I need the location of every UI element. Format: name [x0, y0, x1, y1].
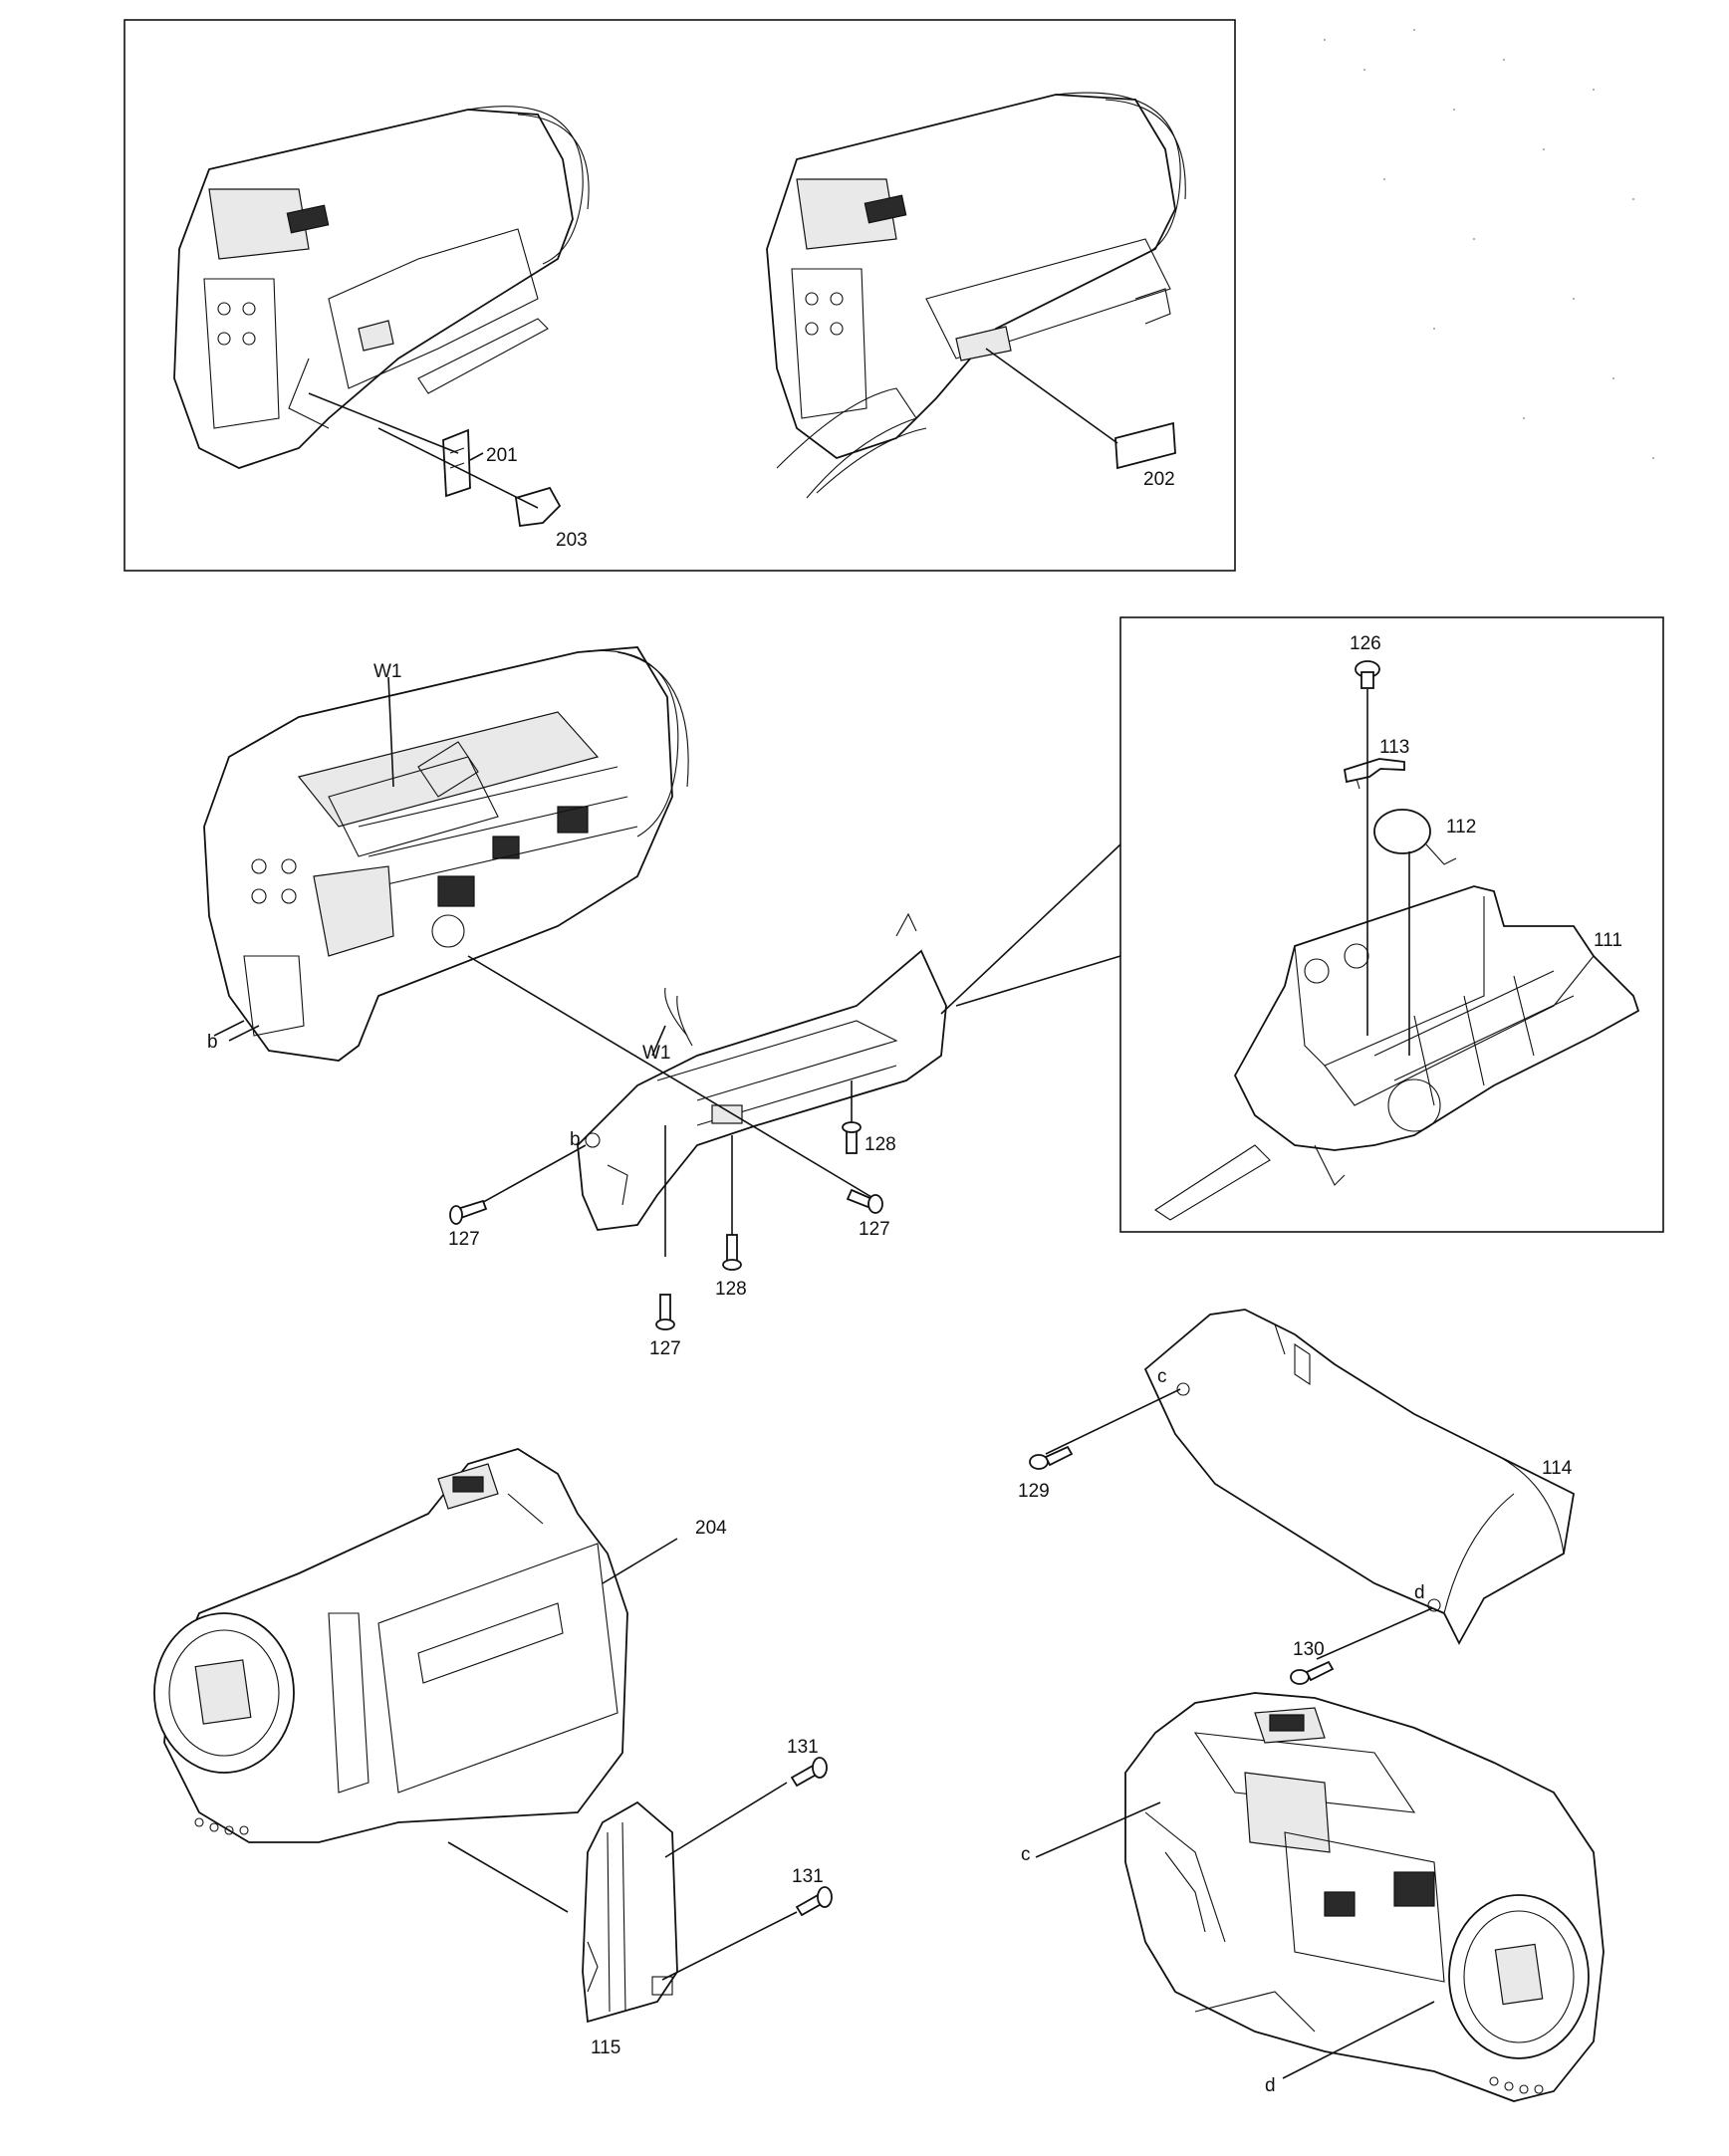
callout-112: 112: [1446, 817, 1476, 838]
callout-203: 203: [556, 530, 588, 551]
top-cover-114: [1143, 1309, 1575, 1645]
bracket-201: [442, 428, 471, 498]
camcorder-rear-view-left: [173, 106, 590, 469]
screw-127-right: [846, 1188, 883, 1214]
camcorder-front-204: [153, 1448, 628, 1843]
callout-128-bottom: 128: [715, 1279, 747, 1300]
speaker-112: [1373, 809, 1457, 865]
screw-131-lower: [795, 1886, 833, 1917]
callout-b-chassis: b: [207, 1032, 218, 1053]
camcorder-rear-view-right: [766, 92, 1186, 499]
bracket-113: [1343, 758, 1405, 790]
callout-126: 126: [1350, 633, 1381, 654]
base-plate-111: [1153, 885, 1640, 1221]
callout-127-right: 127: [859, 1219, 890, 1240]
callout-128-right: 128: [864, 1134, 896, 1155]
screw-126: [1355, 660, 1380, 689]
callout-131-lower: 131: [792, 1866, 824, 1887]
callout-202: 202: [1143, 469, 1175, 490]
callout-111: 111: [1594, 930, 1622, 951]
screw-127-left: [449, 1199, 488, 1225]
screw-130: [1290, 1660, 1335, 1685]
side-frame-part: [577, 912, 947, 1231]
callout-c-cover: c: [1157, 1366, 1167, 1387]
screw-128-bottom: [722, 1234, 742, 1271]
camcorder-open-chassis: [203, 646, 689, 1062]
callout-127-left: 127: [448, 1229, 480, 1250]
callout-w1-top: W1: [373, 661, 402, 682]
callout-127-bottom: 127: [649, 1338, 681, 1359]
clip-203: [514, 486, 562, 528]
callout-129: 129: [1018, 1481, 1050, 1502]
bottom-left-assembly: 204 131 131 115: [153, 1448, 833, 2058]
callout-c-body: c: [1021, 1844, 1031, 1865]
callout-114: 114: [1542, 1458, 1573, 1479]
callout-w1-frame: W1: [642, 1043, 671, 1064]
callout-201: 201: [486, 445, 518, 466]
callout-d-cover: d: [1414, 1582, 1425, 1603]
middle-assembly: W1 W1 b b 127 127 127 128 128: [203, 646, 947, 1359]
detail-panel-frame: [1119, 616, 1664, 1233]
top-panel-frame: [124, 19, 1236, 572]
bottom-right-assembly: c d 129 114 130 c d: [1018, 1309, 1605, 2102]
screw-127-bottom: [655, 1294, 675, 1330]
callout-130: 130: [1293, 1639, 1325, 1660]
callout-d-body: d: [1265, 2075, 1276, 2096]
screw-128-right: [842, 1121, 862, 1154]
screw-129: [1029, 1445, 1074, 1470]
top-panel: 201 202 203: [124, 19, 1236, 572]
callout-131-upper: 131: [787, 1737, 819, 1758]
callout-204: 204: [695, 1518, 727, 1539]
callout-b-frame: b: [570, 1129, 581, 1150]
camcorder-open-rear: [1124, 1692, 1605, 2102]
screw-131-upper: [790, 1757, 828, 1788]
detail-panel: 126 113 112 111: [940, 616, 1664, 1233]
callout-115: 115: [591, 2037, 620, 2058]
cover-202: [1114, 421, 1176, 470]
grip-cover-115: [582, 1800, 678, 2024]
scan-noise: [1324, 29, 1654, 459]
callout-113: 113: [1379, 737, 1409, 758]
